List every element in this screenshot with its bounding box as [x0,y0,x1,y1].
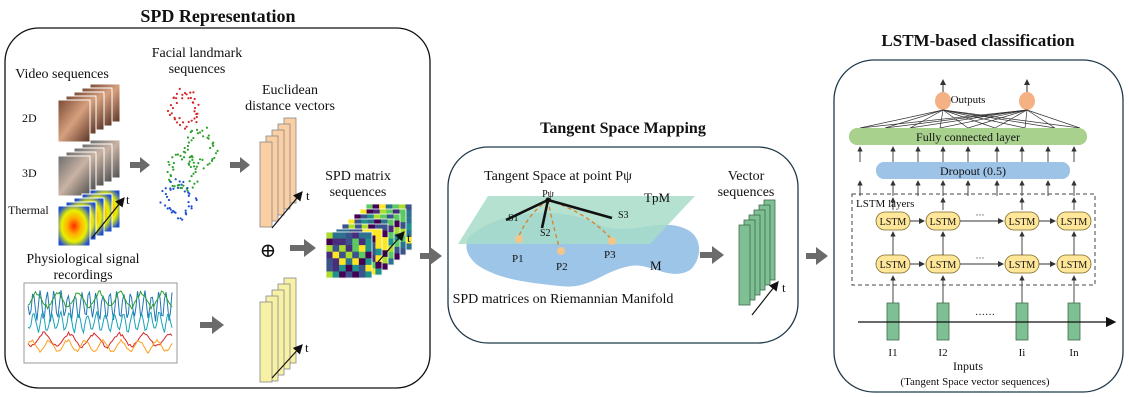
tangent-plane [458,196,695,244]
p1-label: P1 [512,253,524,265]
lstm-panel: LSTM-based classification Outputs LSTM LS… [833,31,1124,393]
p-psi-label: Pψ [542,189,555,200]
p2-label: P2 [556,261,568,273]
modality-thermal-label: Thermal [8,203,49,217]
lstm-cell-label: LSTM [930,260,957,271]
modality-3d-label: 3D [22,166,37,180]
lstm-panel-title: LSTM-based classification [881,31,1075,50]
lstm-cell-label: LSTM [930,217,957,228]
lstm-cell-label: LSTM [1061,260,1088,271]
physio-signal-plot [23,282,178,364]
euclid-vector-stack [259,117,297,228]
output-node [935,92,951,110]
euclid-label-2: distance vectors [245,99,335,114]
outputs-label: Outputs [951,94,986,106]
landmark-label-2: sequences [169,62,226,77]
lstm-cell-label: LSTM [1009,260,1036,271]
input-ellipsis: ······ [975,310,995,321]
p3-label: P3 [604,249,616,261]
point-p3 [608,237,616,245]
modality-2d-label: 2D [22,111,37,125]
face-thermal-stack [57,189,121,247]
vector-time-label: t [782,280,786,295]
face-3d-stack [57,139,121,197]
input-label: I2 [938,347,947,359]
vector-time-axis [751,281,779,316]
point-p1 [515,235,523,243]
physio-feature-stack [259,277,297,383]
inputs-label: Inputs [953,359,983,373]
s3-label: S3 [618,210,629,221]
tangent-panel-title: Tangent Space Mapping [540,120,706,137]
fc-layer-label: Fully connected layer [916,130,1020,144]
spd-representation-panel: SPD Representation Video sequences 2D 3D [4,6,431,389]
lstm-cell-label: LSTM [1009,217,1036,228]
physio-label-1: Physiological signal [26,252,139,267]
video-time-axis [91,197,125,239]
facial-landmark-dots [159,87,219,221]
inputs-sub-label: (Tangent Space vector sequences) [900,376,1050,388]
arrow-physio-to-features [200,316,224,334]
euclid-label-1: Euclidean [262,83,318,98]
input-label: Ii [1019,347,1026,359]
geodesic-2 [547,199,561,251]
tangent-space-panel: Tangent Space Mapping Tangent Space at p… [447,120,799,344]
input-label: I1 [888,347,897,359]
physio-label-2: recordings [53,268,112,283]
vector-sequence-stack [738,199,776,306]
arrow-video-to-landmarks [130,157,150,173]
tangent-space-label: Tangent Space at point Pψ [484,169,632,184]
arrow-tangent-to-lstm [806,247,828,265]
spd-time-label: t [407,230,411,245]
s1-label: S1 [508,213,519,224]
video-sequences-label: Video sequences [15,67,109,82]
output-node [1019,92,1035,110]
arrow-concat-to-spd [290,239,316,257]
vector-seq-label-2: sequences [718,185,775,200]
lstm-cell-label: LSTM [880,260,907,271]
input-label: In [1069,347,1079,359]
lstm-layers-box [851,193,1096,286]
euclid-time-label: t [306,188,310,203]
spd-seq-label-1: SPD matrix [325,169,391,184]
tpm-label: TpM [644,190,670,205]
point-p2 [557,247,565,255]
geodesic-1 [517,199,549,239]
euclid-time-axis [271,191,303,229]
lstm-cell [1056,211,1092,231]
svg-text:···: ··· [976,253,985,263]
arrow-landmarks-to-euclid [230,157,250,173]
tangent-vector-s3 [547,198,613,220]
svg-text:···: ··· [976,210,985,220]
concat-symbol: ⊕ [260,240,277,262]
tangent-vector-s1 [505,198,549,222]
face-2d-stack [57,83,121,143]
fully-connected-layer [849,128,1087,145]
spd-seq-label-2: sequences [330,185,387,200]
physio-time-label: t [305,340,309,355]
arrow-spd-to-tangent [420,247,442,265]
dropout-layer [876,162,1070,179]
manifold-m-label: M [650,258,662,273]
video-time-label: t [126,192,130,207]
lstm-cell-label: LSTM [880,217,907,228]
dropout-label: Dropout (0.5) [940,164,1006,178]
physio-time-axis [271,344,303,379]
vector-seq-label-1: Vector [728,169,765,184]
tangent-vector-s2 [540,199,550,229]
spd-time-axis [377,231,405,263]
s2-label: S2 [540,228,551,239]
landmark-label-1: Facial landmark [152,46,243,61]
spd-panel-title: SPD Representation [140,6,295,26]
arrow-manifold-to-vectors [700,246,724,264]
spd-manifold-label: SPD matrices on Riemannian Manifold [453,292,674,307]
lstm-layers-label: LSTM layers [856,198,914,210]
lstm-cell-label: LSTM [1061,217,1088,228]
